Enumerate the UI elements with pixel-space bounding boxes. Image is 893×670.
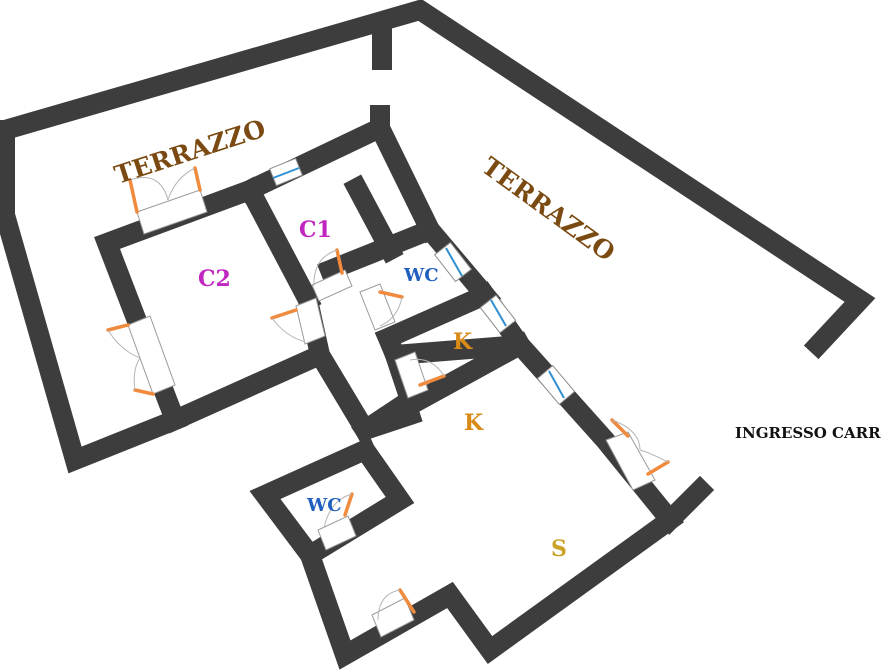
- c2-c1-partition: [236, 176, 322, 314]
- label-wc-top: WC: [403, 265, 439, 286]
- label-c1: C1: [299, 217, 332, 243]
- label-terrazzo-right: TERRAZZO: [476, 151, 620, 267]
- door-c2-left: [106, 315, 176, 396]
- window-small-k: [479, 294, 517, 334]
- window-wc-top: [433, 241, 473, 283]
- door-wc-bottom: [317, 492, 357, 551]
- label-k-small: K: [453, 329, 473, 355]
- label-c2: C2: [198, 266, 231, 292]
- door-small-k: [394, 351, 446, 399]
- c2-walls: [94, 177, 332, 434]
- k-lower-wall: [351, 331, 534, 444]
- doors: [106, 166, 670, 638]
- outer-wall: [0, 0, 876, 360]
- label-s: S: [551, 536, 567, 562]
- door-c1: [311, 248, 353, 302]
- label-k-large: K: [464, 410, 484, 436]
- door-s-bottom: [371, 588, 416, 638]
- windows: [268, 157, 576, 406]
- terrace-left-wall: [0, 120, 188, 474]
- label-wc-bottom: WC: [306, 495, 342, 516]
- s-bottom-walls: [297, 506, 684, 670]
- door-s-outside: [605, 418, 670, 491]
- window-c1: [268, 157, 304, 187]
- label-terrazzo-left: TERRAZZO: [111, 114, 269, 190]
- door-c2-corridor: [270, 297, 326, 345]
- window-large-k: [536, 364, 576, 406]
- door-wc-top: [359, 283, 404, 331]
- door-c2-terrace: [128, 166, 208, 235]
- label-ingresso: INGRESSO CARR: [735, 424, 881, 442]
